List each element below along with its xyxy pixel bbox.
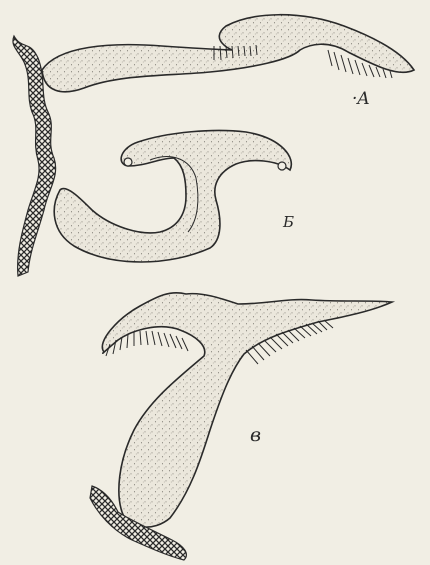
organism-b-tip-left [124, 158, 132, 166]
organism-b-tip-right [278, 162, 286, 170]
organism-b [54, 130, 291, 262]
panel-label-b: Б [283, 213, 294, 231]
panel-label-v: в [250, 424, 261, 446]
organism-a [42, 15, 414, 92]
organism-v-body [102, 293, 392, 527]
panel-label-a: ·A [352, 89, 370, 109]
organism-v [90, 293, 392, 560]
organism-b-body [54, 130, 291, 262]
organism-a-body [42, 15, 414, 92]
